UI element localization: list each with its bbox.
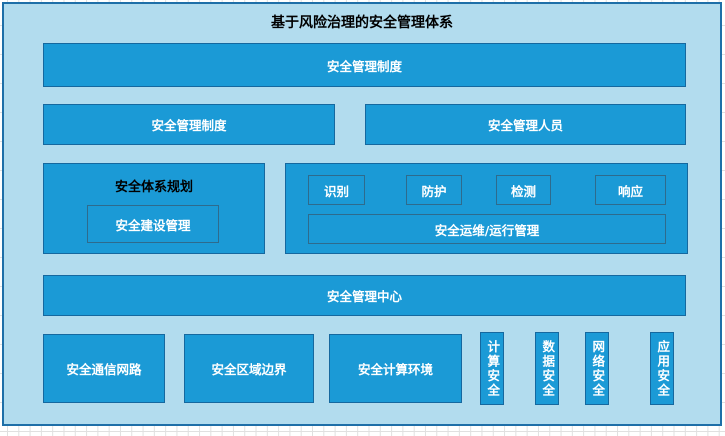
security-construction-mgmt-box: 安全建设管理 bbox=[87, 205, 219, 243]
security-mgmt-policy-box: 安全管理制度 bbox=[43, 104, 335, 145]
security-system-planning-group: 安全体系规划 安全建设管理 bbox=[43, 163, 265, 254]
respond-box: 响应 bbox=[595, 175, 666, 205]
data-security-label: 数据安全 bbox=[540, 339, 556, 398]
secure-comm-network-box: 安全通信网路 bbox=[43, 334, 165, 403]
diagram-panel: 基于风险治理的安全管理体系 安全管理制度 安全管理制度 安全管理人员 安全体系规… bbox=[2, 2, 722, 426]
security-operations-group: 识别 防护 检测 响应 安全运维/运行管理 bbox=[285, 163, 688, 254]
diagram-title: 基于风险治理的安全管理体系 bbox=[271, 15, 453, 31]
security-mgmt-policy-top-bar: 安全管理制度 bbox=[43, 43, 686, 87]
computing-security-label: 计算安全 bbox=[485, 339, 501, 398]
network-security-label: 网络安全 bbox=[590, 339, 606, 398]
computing-security-vbox: 计算安全 bbox=[480, 332, 504, 405]
detect-box: 检测 bbox=[496, 175, 551, 205]
identify-box: 识别 bbox=[308, 175, 365, 205]
security-system-planning-title: 安全体系规划 bbox=[114, 180, 193, 195]
app-security-label: 应用安全 bbox=[655, 339, 671, 398]
security-mgmt-personnel-box: 安全管理人员 bbox=[365, 104, 686, 145]
protect-box: 防护 bbox=[406, 175, 462, 205]
data-security-vbox: 数据安全 bbox=[535, 332, 559, 405]
security-mgmt-center-bar: 安全管理中心 bbox=[43, 275, 686, 316]
security-ops-mgmt-bar: 安全运维/运行管理 bbox=[308, 214, 666, 244]
secure-computing-env-box: 安全计算环境 bbox=[329, 334, 462, 403]
app-security-vbox: 应用安全 bbox=[650, 332, 674, 405]
secure-area-boundary-box: 安全区域边界 bbox=[184, 334, 314, 403]
network-security-vbox: 网络安全 bbox=[585, 332, 609, 405]
